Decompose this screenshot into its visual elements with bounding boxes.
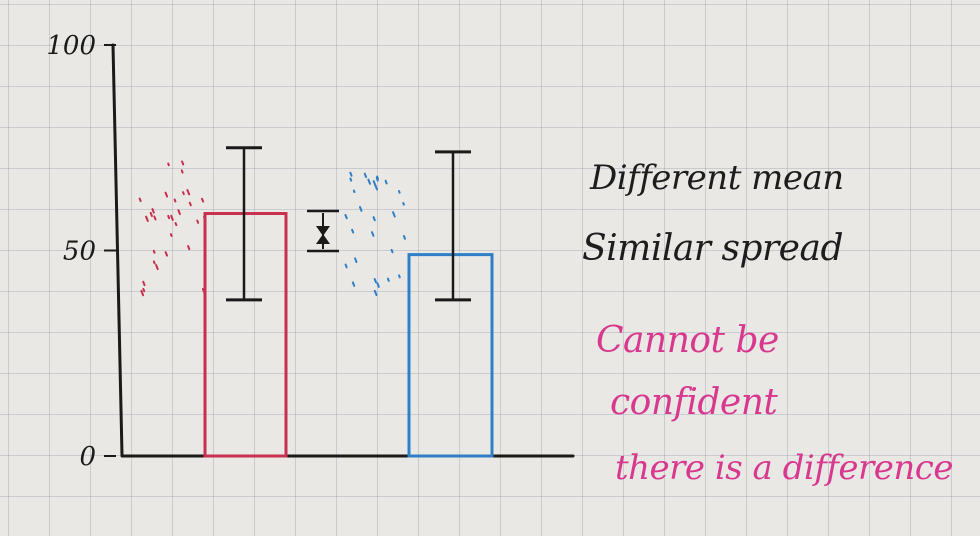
- y-tick-label-1: 50: [63, 237, 96, 267]
- sample-dot-0: [174, 222, 178, 227]
- sample-dot-0: [196, 219, 200, 224]
- sample-dot-0: [155, 263, 159, 271]
- sample-dot-1: [349, 171, 353, 177]
- y-tick-label-2: 100: [46, 31, 96, 61]
- sample-dot-0: [138, 197, 142, 203]
- sample-dot-0: [170, 214, 174, 221]
- sample-dot-0: [169, 233, 173, 237]
- sample-dot-0: [149, 211, 153, 218]
- sample-dot-1: [371, 231, 375, 237]
- sample-dot-0: [182, 191, 185, 196]
- sample-dot-1: [363, 172, 368, 178]
- sample-dot-1: [373, 289, 378, 297]
- sample-dot-1: [392, 211, 396, 218]
- sample-dot-1: [402, 235, 407, 240]
- sample-dot-0: [167, 214, 171, 220]
- sample-dot-1: [375, 177, 379, 182]
- sample-dot-1: [376, 282, 380, 288]
- y-axis: [111, 43, 124, 457]
- sample-dot-1: [402, 202, 405, 206]
- sample-dot-1: [367, 178, 372, 185]
- sample-dot-0: [152, 260, 156, 265]
- sample-dot-1: [397, 190, 401, 194]
- sample-dot-0: [153, 215, 157, 221]
- sample-dot-0: [167, 162, 170, 167]
- sample-dot-0: [152, 249, 156, 254]
- sample-dot-1: [372, 216, 376, 222]
- annotation-similar-spread: Similar spread: [582, 228, 844, 269]
- sample-dot-1: [351, 228, 355, 234]
- sample-dot-0: [188, 201, 192, 207]
- conclusion-line-2: confident: [610, 382, 778, 423]
- sample-dot-0: [142, 280, 146, 287]
- sample-dot-1: [384, 179, 388, 185]
- sample-dot-1: [344, 263, 348, 269]
- sample-dot-0: [180, 169, 184, 174]
- sample-dot-0: [140, 289, 145, 297]
- sample-dot-1: [397, 274, 401, 279]
- sample-dot-0: [145, 215, 149, 223]
- sample-dot-1: [344, 213, 348, 220]
- sample-dot-0: [186, 189, 191, 196]
- sample-dot-0: [177, 209, 181, 216]
- bar-0: [203, 212, 288, 458]
- sample-dot-1: [349, 177, 353, 182]
- sample-dot-0: [164, 191, 169, 198]
- y-tick-label-0: 0: [79, 442, 96, 472]
- sample-dot-0: [173, 198, 177, 203]
- conclusion-line-3: there is a difference: [615, 448, 953, 488]
- sample-dot-1: [373, 278, 377, 284]
- sample-dot-0: [181, 160, 185, 166]
- sample-dot-0: [151, 208, 155, 214]
- sample-dot-1: [351, 281, 356, 287]
- sample-dot-0: [187, 245, 191, 251]
- sample-dot-0: [200, 197, 205, 203]
- sample-dot-0: [142, 287, 146, 293]
- bar-1: [407, 253, 494, 458]
- sample-dot-1: [386, 277, 390, 282]
- annotation-different-mean: Different mean: [590, 158, 844, 198]
- sample-dot-1: [354, 257, 358, 263]
- sample-dot-0: [164, 251, 168, 257]
- sample-dot-1: [358, 206, 363, 212]
- sample-dot-1: [352, 189, 356, 194]
- sample-dot-1: [374, 184, 379, 191]
- conclusion-line-1: Cannot be: [596, 320, 779, 361]
- sample-dot-1: [390, 248, 394, 254]
- mean-difference-marker: [307, 209, 339, 253]
